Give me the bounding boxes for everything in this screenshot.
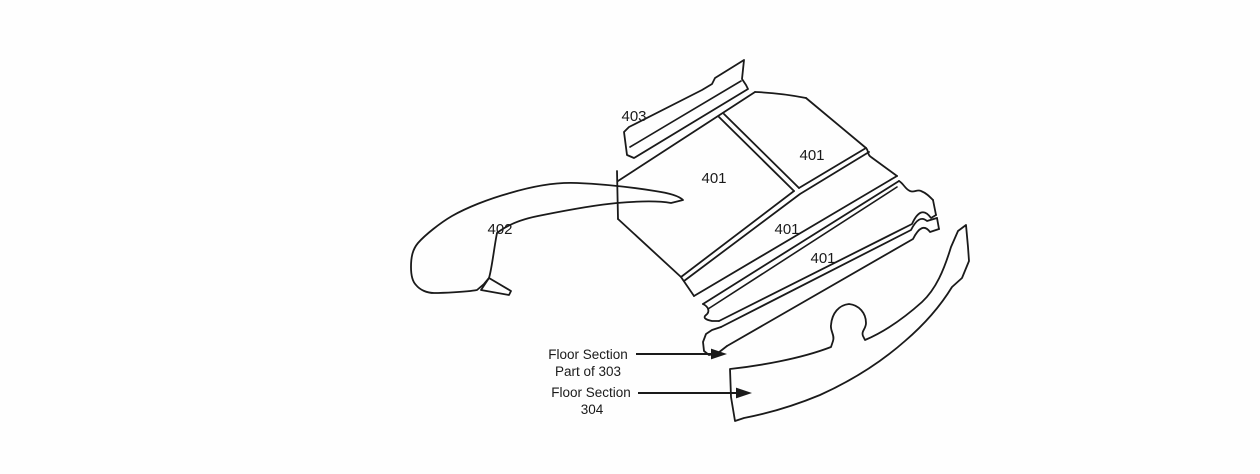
sill-303-top-edge: [720, 217, 938, 328]
sill-303-bottom-edge: [726, 226, 940, 347]
panel-top-flat-edge: [754, 91, 807, 99]
callout-304-line1: Floor Section: [551, 385, 631, 400]
part-label-403: 403: [621, 108, 646, 125]
part-label-402: 402: [487, 221, 512, 238]
callout-304-arrow-head: [736, 387, 752, 399]
callout-303-arrow: [636, 348, 727, 360]
sill-strip-403: [623, 59, 749, 159]
brace-402-outline: [410, 181, 684, 294]
panel-divider-line-1: [718, 116, 795, 192]
callout-floor-303: Floor Section Part of 303: [548, 347, 727, 379]
mid-strip-bottom-edge: [693, 175, 898, 297]
panel-bottom-left-edge: [617, 218, 682, 278]
sill-303-right-cap: [936, 217, 940, 230]
brace-402-tab: [480, 277, 512, 296]
callout-304-line2: 304: [581, 402, 604, 417]
callout-303-arrow-head: [711, 348, 727, 360]
lower-strip-fold-line: [707, 186, 898, 310]
mid-strip-left-cap: [680, 276, 695, 297]
lower-strip-right-cap: [932, 199, 937, 216]
lower-strip-bottom-edge: [718, 211, 937, 322]
panel-divider-line-2: [723, 113, 800, 189]
part-label-401-right-panel: 401: [799, 147, 824, 164]
part-labels: 403 401 401 401 401 402: [487, 108, 835, 267]
panels-bottom-edge-left: [680, 190, 795, 278]
mid-strip-top-edge: [683, 151, 870, 282]
part-label-401-lower-strip: 401: [810, 250, 835, 267]
lower-strip-right-curl: [898, 180, 934, 201]
panel-left-edge: [616, 170, 619, 220]
panel-top-edge: [617, 91, 756, 182]
lower-strip-left-cap: [702, 303, 720, 322]
header-brace-402: [410, 181, 684, 296]
part-label-401-left-panel: 401: [701, 170, 726, 187]
floor-section-304-outline: [729, 224, 970, 422]
panels-bottom-edge-right: [798, 147, 867, 189]
lower-strip-top-edge: [702, 180, 900, 305]
callout-303-line2: Part of 303: [555, 364, 621, 379]
mid-strip-right-cap: [865, 147, 898, 177]
floor-panel-assembly: [616, 91, 970, 422]
callout-floor-304: Floor Section 304: [551, 385, 752, 417]
sill-403-fold-line: [629, 80, 742, 148]
sill-403-outline: [623, 59, 749, 159]
part-label-401-mid-strip: 401: [774, 221, 799, 238]
callout-304-arrow: [638, 387, 752, 399]
panel-right-slant-edge: [805, 97, 867, 149]
callout-303-line1: Floor Section: [548, 347, 628, 362]
